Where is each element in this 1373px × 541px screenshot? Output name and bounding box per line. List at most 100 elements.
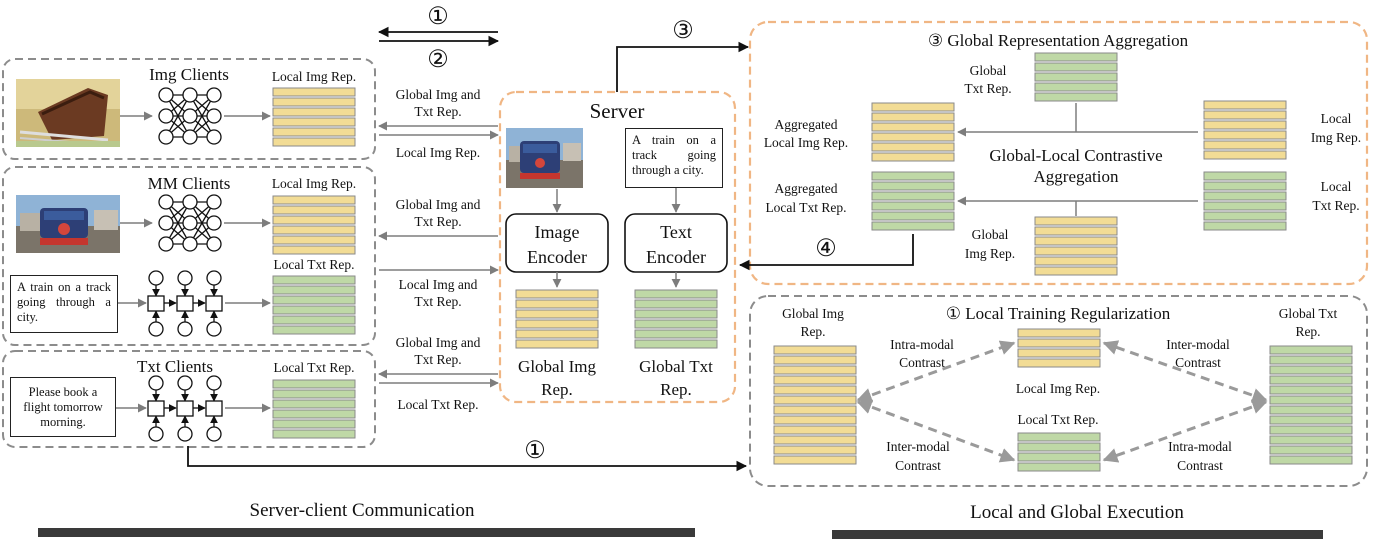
agg-local-img-label-2: Local Img Rep.	[764, 135, 848, 150]
rep-bar	[1203, 110, 1287, 120]
server-global-txt-rep-stack	[634, 289, 718, 349]
agg-local-img-label-1: Aggregated	[775, 117, 838, 132]
rep-bar	[1269, 395, 1353, 405]
mm-clients-txt-rep-stack	[272, 275, 356, 335]
txt-clients-title: Txt Clients	[137, 357, 213, 376]
rep-bar	[1269, 435, 1353, 445]
agg-local-txt-right-label-1: Local	[1321, 179, 1352, 194]
mm-cnn-network-icon	[158, 194, 222, 252]
agg-local-img-right-label-1: Local	[1321, 111, 1352, 126]
rep-bar	[773, 425, 857, 435]
reg-local-img-label: Local Img Rep.	[1016, 381, 1100, 396]
rep-bar	[871, 221, 955, 231]
cake-image	[16, 79, 120, 147]
reg-local-img-rep-stack	[1017, 328, 1101, 368]
step-one-bottom-label: ①	[524, 438, 546, 464]
arrow-step-four	[738, 234, 914, 271]
server-panel	[498, 90, 737, 404]
step-four-label: ④	[815, 236, 837, 262]
rep-bar	[1203, 140, 1287, 150]
server-train-image	[506, 128, 583, 188]
rep-bar	[1017, 452, 1101, 462]
server-global-txt-label-1: Global Txt	[639, 357, 713, 376]
step-two-label: ②	[427, 47, 449, 73]
rep-bar	[773, 415, 857, 425]
rep-bar	[1017, 358, 1101, 368]
rep-bar	[515, 329, 599, 339]
image-encoder-label-1: Image	[535, 222, 580, 242]
rep-bar	[272, 325, 356, 335]
txt-up-label: Local Txt Rep.	[397, 397, 478, 412]
agg-local-txt-label-1: Aggregated	[775, 181, 838, 196]
rep-bar	[773, 345, 857, 355]
rep-bar	[1203, 120, 1287, 130]
server-title: Server	[590, 99, 645, 123]
reg-global-txt-label-2: Rep.	[1295, 324, 1320, 339]
rep-bar	[1034, 226, 1118, 236]
reg-local-txt-rep-stack	[1017, 432, 1101, 472]
rep-bar	[871, 122, 955, 132]
server-global-txt-label-2: Rep.	[660, 380, 692, 399]
rep-bar	[1203, 221, 1287, 231]
rep-bar	[272, 409, 356, 419]
rep-bar	[272, 275, 356, 285]
mm-client-text-box: A train on a track going through a city.	[10, 275, 118, 333]
agg-global-txt-rep-stack	[1034, 52, 1118, 102]
rep-bar	[773, 385, 857, 395]
agg-global-img-label-1: Global	[972, 227, 1009, 242]
agg-global-img-rep-stack	[1034, 216, 1118, 276]
rep-bar	[1034, 236, 1118, 246]
rep-bar	[773, 365, 857, 375]
rep-bar	[1203, 150, 1287, 160]
rep-bar	[272, 295, 356, 305]
reg-local-txt-label: Local Txt Rep.	[1017, 412, 1098, 427]
rep-bar	[773, 445, 857, 455]
agg-local-txt-rep-stack	[871, 171, 955, 231]
agg-client-txt-rep-stack	[1203, 171, 1287, 231]
rep-bar	[1017, 348, 1101, 358]
rep-bar	[515, 289, 599, 299]
rep-bar	[871, 102, 955, 112]
rep-bar	[1269, 415, 1353, 425]
rep-bar	[272, 379, 356, 389]
mm-train-image	[16, 195, 120, 253]
reg-inter-bl-label-2: Contrast	[895, 458, 941, 473]
arrow-step-three	[616, 41, 750, 92]
rep-bar	[272, 137, 356, 147]
server-text-box: A train on a track going through a city.	[625, 128, 723, 188]
rep-bar	[1034, 216, 1118, 226]
rep-bar	[272, 97, 356, 107]
footer-right-label: Local and Global Execution	[970, 502, 1184, 523]
rep-bar	[1034, 72, 1118, 82]
mm-clients-panel	[2, 166, 376, 346]
rep-bar	[773, 455, 857, 465]
rep-bar	[634, 309, 718, 319]
rep-bar	[1269, 455, 1353, 465]
rep-bar	[272, 195, 356, 205]
rep-bar	[515, 299, 599, 309]
rep-bar	[1203, 181, 1287, 191]
footer-left-label: Server-client Communication	[250, 500, 475, 521]
rep-bar	[272, 389, 356, 399]
rep-bar	[773, 375, 857, 385]
rep-bar	[1034, 62, 1118, 72]
dashed-inter-img-txt	[856, 399, 1016, 463]
mm-clients-img-rep-label: Local Img Rep.	[272, 176, 356, 191]
rep-bar	[773, 355, 857, 365]
rep-bar	[1017, 338, 1101, 348]
rep-bar	[272, 107, 356, 117]
rep-bar	[1017, 328, 1101, 338]
rep-bar	[871, 171, 955, 181]
rep-bar	[272, 205, 356, 215]
rep-bar	[871, 142, 955, 152]
agg-center-label-1: Global-Local Contrastive	[989, 146, 1162, 165]
rep-bar	[871, 181, 955, 191]
agg-global-txt-label-2: Txt Rep.	[964, 81, 1011, 96]
rep-bar	[272, 399, 356, 409]
agg-local-img-right-label-2: Img Rep.	[1311, 130, 1361, 145]
rep-bar	[272, 245, 356, 255]
arrow-step-one-bottom	[187, 446, 748, 472]
aggregation-panel	[748, 20, 1369, 286]
rep-bar	[1203, 171, 1287, 181]
